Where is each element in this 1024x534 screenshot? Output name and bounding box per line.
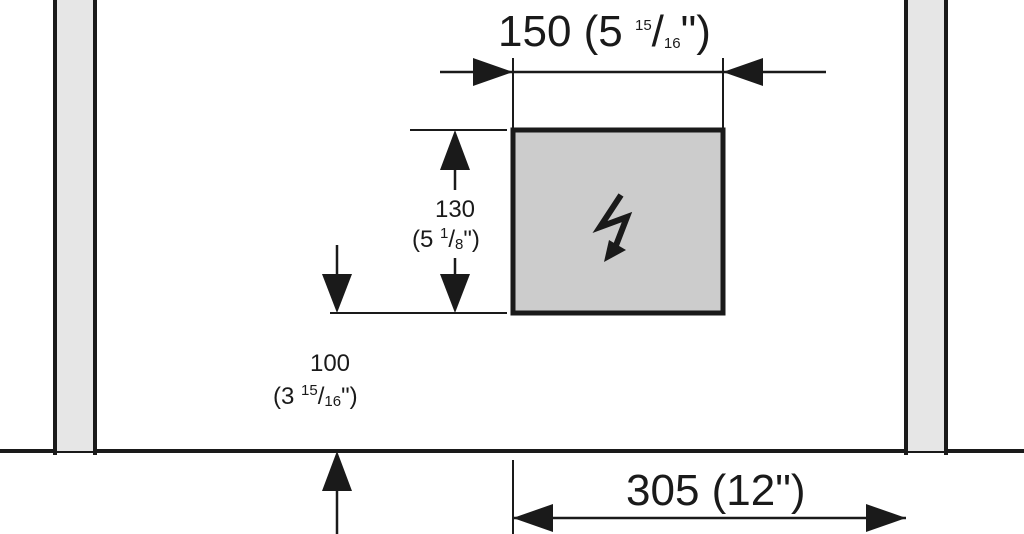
- height-label-line2: (5 1/8"): [412, 225, 480, 253]
- wall-distance-label: 305 (12"): [626, 466, 806, 515]
- right-stud: [904, 0, 948, 455]
- wall-distance-dimension: [512, 460, 906, 534]
- height-arrow-up: [440, 130, 470, 170]
- offset-arrow-up: [322, 451, 352, 491]
- left-stud: [53, 0, 97, 455]
- offset-arrow-down: [322, 274, 352, 313]
- height-dimension: [330, 129, 507, 314]
- wall-arrow-left: [513, 504, 553, 532]
- width-dimension: [440, 58, 826, 130]
- height-arrow-down: [440, 274, 470, 313]
- floor-offset-label-line2: (3 15/16"): [273, 382, 358, 410]
- electrical-hazard-bolt-icon: [592, 193, 633, 262]
- floor-offset-label-line1: 100: [310, 350, 350, 377]
- height-label-line1: 130: [435, 196, 475, 223]
- floor-offset-dimension: [322, 245, 352, 534]
- width-label: 150 (5 15/16"): [498, 7, 711, 56]
- width-arrow-right: [723, 58, 763, 86]
- width-arrow-left: [473, 58, 513, 86]
- wall-arrow-right: [866, 504, 906, 532]
